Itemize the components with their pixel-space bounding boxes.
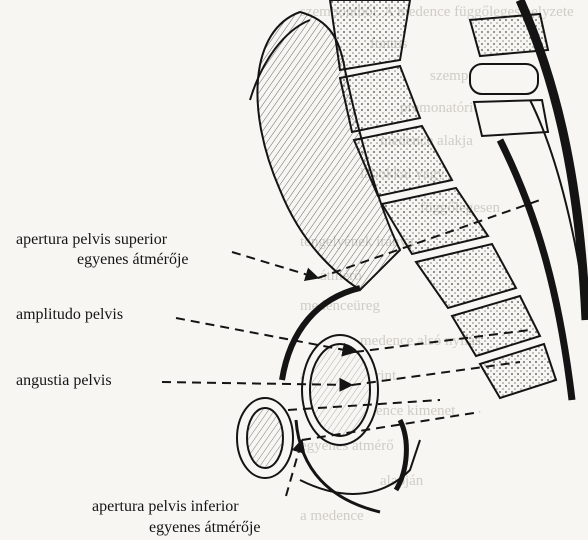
pubic-symphysis bbox=[237, 398, 293, 478]
arrow-apertura-superior bbox=[232, 252, 318, 278]
label-apertura-inferior-sub: egyenes átmérője bbox=[147, 519, 263, 537]
label-apertura-superior: apertura pelvis superior bbox=[14, 231, 169, 249]
obturator-foramen bbox=[302, 335, 378, 445]
label-angustia: angustia pelvis bbox=[14, 372, 114, 390]
label-apertura-superior-sub: egyenes átmérője bbox=[75, 251, 191, 269]
label-amplitudo: amplitudo pelvis bbox=[14, 306, 125, 324]
svg-text:a medence: a medence bbox=[300, 508, 364, 524]
arrow-amplitudo bbox=[176, 318, 355, 352]
label-apertura-inferior: apertura pelvis inferior bbox=[90, 498, 241, 516]
